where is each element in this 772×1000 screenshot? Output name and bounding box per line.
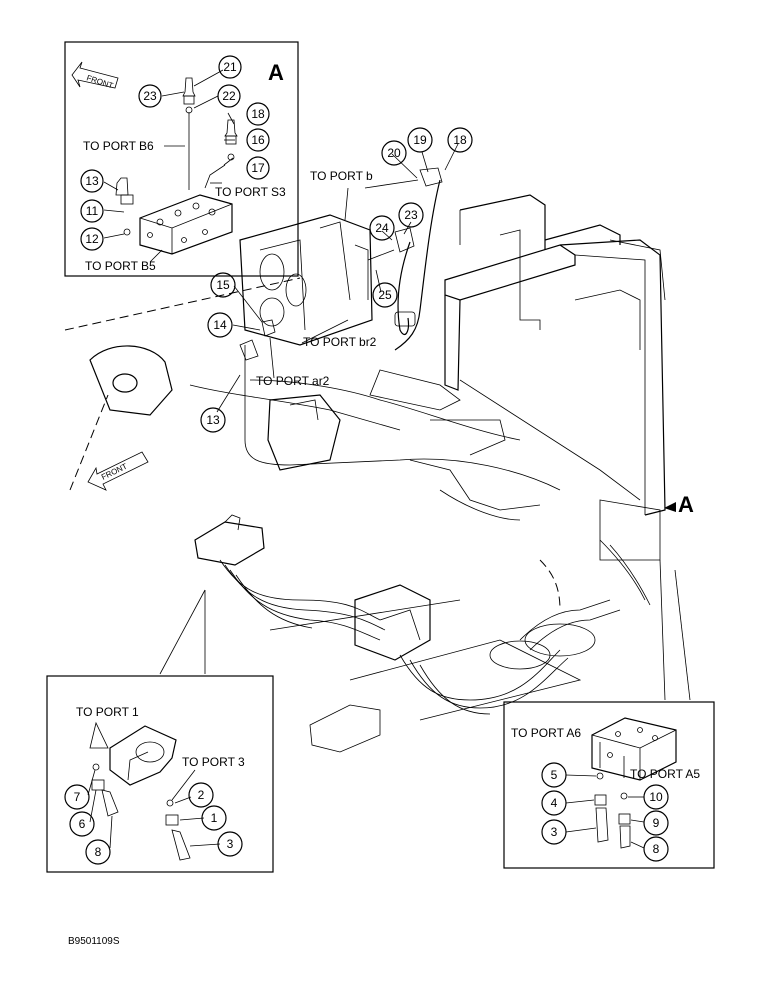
inset-valve-port-a6: TO PORT A6: [511, 726, 581, 740]
inset-a-callout-16: 16: [251, 133, 265, 147]
reference-line: [69, 394, 109, 491]
inset-pilot-callout-2: 2: [198, 788, 205, 802]
main-port-b: TO PORT b: [310, 169, 373, 183]
inset-pilot-callout-7: 7: [74, 790, 81, 804]
main-port-br2: TO PORT br2: [303, 335, 377, 349]
main-callout-20: 20: [387, 146, 401, 160]
inset-a-letter: A: [268, 60, 284, 85]
inset-a-callout-22: 22: [222, 89, 236, 103]
front-arrow-icon: FRONT: [71, 61, 119, 90]
inset-leader-line: [159, 589, 206, 675]
inset-a-port-b6: TO PORT B6: [83, 139, 154, 153]
inset-pilot-callout-1: 1: [211, 811, 218, 825]
front-arrow-icon: FRONT: [87, 451, 149, 491]
inset-a-callout-18: 18: [251, 107, 265, 121]
valve-block-icon: [139, 194, 233, 255]
inset-valve-callout-8: 8: [653, 842, 660, 856]
inset-a-callout-11: 11: [86, 204, 99, 218]
inset-a-frame: [64, 41, 299, 277]
main-callout-19: 19: [413, 133, 427, 147]
main-callout-14: 14: [213, 318, 227, 332]
pilot-valve-harness-icon: [194, 499, 661, 753]
pilot-valve-body-icon: [109, 725, 177, 786]
inset-a-port-b5: TO PORT B5: [85, 259, 156, 273]
inset-valve-callout-10: 10: [649, 790, 663, 804]
main-assembly: 19 18 20 23 24 25 15 14 13 TO PORT b TO …: [64, 127, 694, 753]
inset-pilot-callout-8: 8: [95, 845, 102, 859]
inset-valve-port-a5: TO PORT A5: [630, 767, 700, 781]
inset-valve-callout-5: 5: [551, 768, 558, 782]
main-callout-23: 23: [404, 208, 418, 222]
valve-body-icon: [591, 717, 677, 781]
inset-a-callout-21: 21: [223, 60, 237, 74]
inset-a: A FRONT: [64, 41, 299, 277]
frame-bracket-icon: [444, 194, 666, 516]
inset-valve-frame: [503, 701, 715, 869]
boom-bracket-icon: [89, 345, 173, 416]
inset-valve: TO PORT A6 TO PORT A5 5 4 3 10 9 8: [503, 701, 715, 869]
inset-a-callout-17: 17: [251, 161, 265, 175]
inset-leader-line: [659, 559, 666, 701]
main-callout-15: 15: [216, 278, 230, 292]
main-callout-24: 24: [375, 221, 389, 235]
inset-pilot-port-1: TO PORT 1: [76, 705, 139, 719]
inset-a-port-s3: TO PORT S3: [215, 185, 286, 199]
figure-id: B9501109S: [68, 936, 120, 947]
main-callout-18: 18: [453, 133, 467, 147]
inset-a-callout-13: 13: [85, 174, 99, 188]
inset-pilot: TO PORT 1 TO PORT 3 7 6 8 2 1 3: [46, 675, 274, 873]
inset-pilot-callout-3: 3: [227, 837, 234, 851]
main-callout-25: 25: [378, 288, 392, 302]
inset-a-callout-12: 12: [85, 232, 99, 246]
inset-leader-line: [674, 569, 691, 701]
control-valve-icon: [239, 214, 373, 346]
inset-pilot-frame: [46, 675, 274, 873]
hose-assembly-icon: [367, 167, 443, 351]
tubing-icon: [189, 345, 641, 521]
pointer-arrow-icon: [664, 502, 676, 512]
main-port-ar2: TO PORT ar2: [256, 374, 330, 388]
main-ref-letter: A: [678, 492, 694, 517]
inset-valve-callout-3: 3: [551, 825, 558, 839]
inset-a-callout-23: 23: [143, 89, 157, 103]
inset-pilot-port-3: TO PORT 3: [182, 755, 245, 769]
inset-pilot-callout-6: 6: [79, 817, 86, 831]
inset-valve-callout-9: 9: [653, 816, 660, 830]
inset-valve-callout-4: 4: [551, 796, 558, 810]
main-callout-13: 13: [206, 413, 220, 427]
reference-line: [64, 277, 301, 331]
